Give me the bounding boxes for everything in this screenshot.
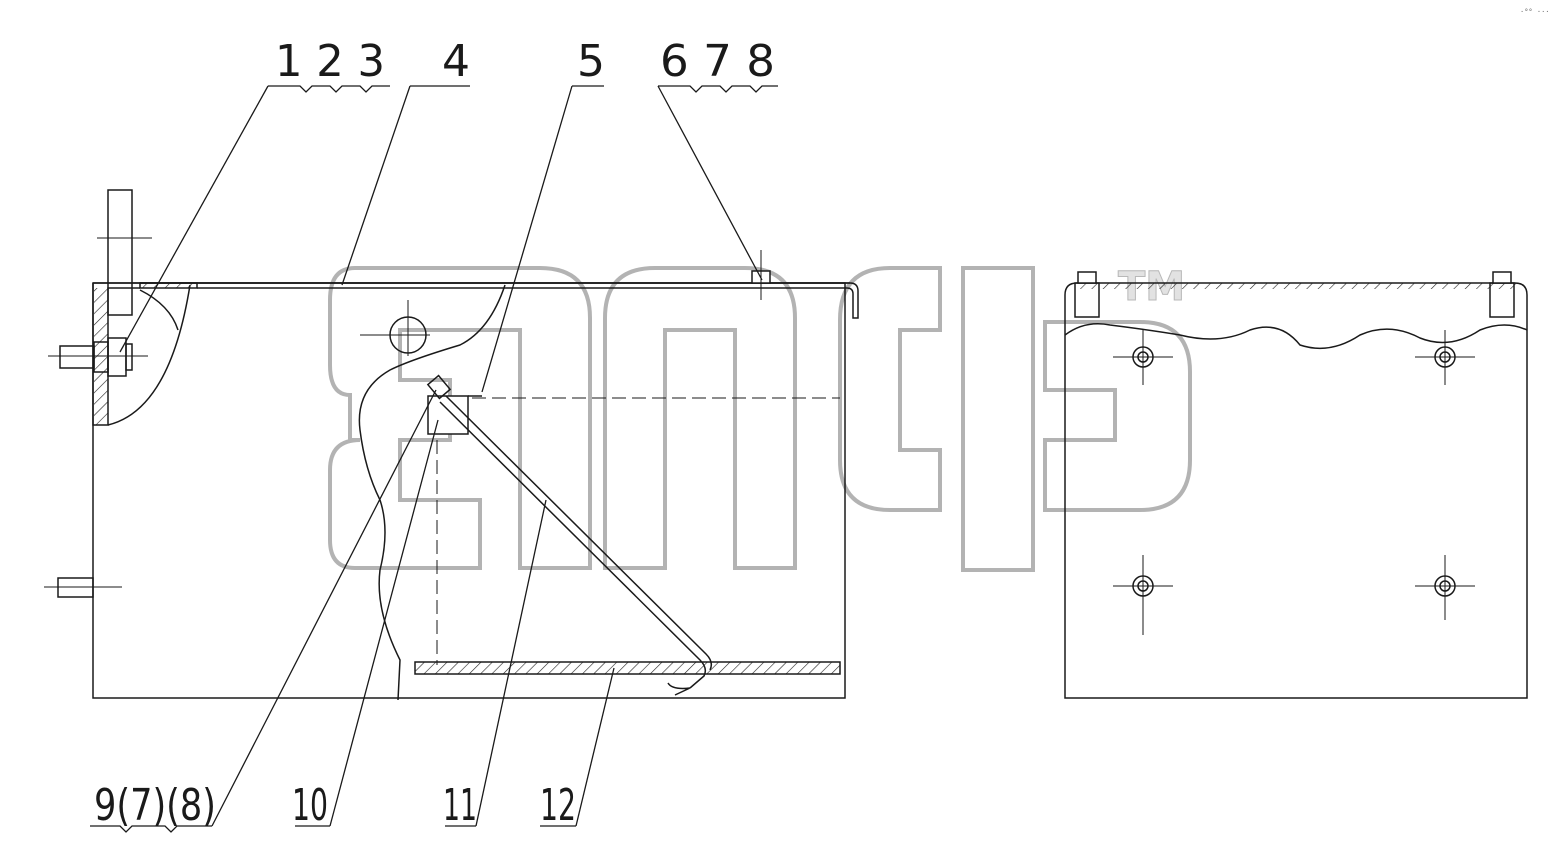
- mounting-hole-3: [1113, 555, 1173, 635]
- corner-mark: ·°° ···: [1520, 8, 1549, 16]
- mounting-hole-1: [1113, 330, 1173, 385]
- tank-body-outline: [92, 282, 846, 699]
- callout-4: 4: [442, 36, 470, 87]
- side-break-line: [1064, 323, 1528, 350]
- lid-plate: [140, 282, 859, 319]
- leader-lines-top: [119, 85, 778, 393]
- callout-11: 11: [443, 780, 477, 831]
- callout-9-7-8: 9(7)(8): [94, 780, 216, 831]
- drain-fitting-lower: [44, 577, 122, 598]
- side-view: [1064, 271, 1528, 699]
- mounting-hole-2: [1415, 330, 1475, 385]
- drain-fitting-upper: [48, 337, 148, 377]
- callout-12: 12: [540, 780, 576, 831]
- callout-1-2-3: 1 2 3: [275, 36, 385, 87]
- level-sensor-head: [426, 374, 482, 435]
- mounting-hole-4: [1415, 555, 1475, 620]
- bottom-plate: [414, 661, 841, 675]
- callout-10: 10: [292, 780, 328, 831]
- leader-lines-bottom: [90, 389, 615, 833]
- mounting-bracket: [107, 189, 133, 316]
- callout-5: 5: [577, 36, 605, 87]
- break-line-left: [107, 284, 191, 426]
- watermark-logo: [328, 266, 1192, 572]
- front-view: [44, 189, 859, 701]
- callout-6-7-8: 6 7 8: [660, 36, 775, 87]
- break-line-center: [358, 284, 506, 701]
